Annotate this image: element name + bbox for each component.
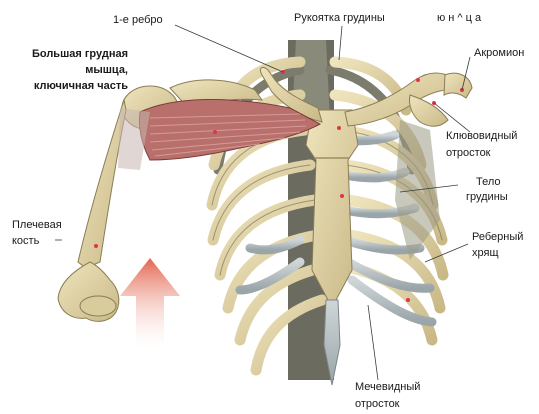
movement-arrow bbox=[120, 258, 180, 348]
label-pectoralis-line2: мышца, bbox=[85, 64, 128, 77]
label-coracoid-line2: отросток bbox=[446, 147, 491, 160]
label-acromion: Акромион bbox=[474, 47, 524, 60]
label-costal-line1: Реберный bbox=[472, 231, 523, 244]
label-coracoid-line1: Клювовидный bbox=[446, 130, 517, 143]
label-pectoralis-line1: Большая грудная bbox=[32, 48, 128, 61]
label-humerus-line1: Плечевая bbox=[12, 219, 62, 232]
label-xiphoid-line2: отросток bbox=[355, 398, 400, 411]
label-pectoralis-line3: ключичная часть bbox=[34, 80, 128, 93]
label-humerus-line2: кость bbox=[12, 235, 39, 248]
label-costal-line2: хрящ bbox=[472, 247, 499, 260]
label-sternum-body-line2: грудины bbox=[466, 191, 508, 204]
label-manubrium: Рукоятка грудины bbox=[294, 12, 385, 25]
label-xiphoid-line1: Мечевидный bbox=[355, 381, 420, 394]
label-sternum-body-line1: Тело bbox=[476, 176, 501, 189]
label-first-rib: 1-е ребро bbox=[113, 14, 163, 27]
label-clavicle: ю н ^ ц а bbox=[437, 12, 481, 25]
